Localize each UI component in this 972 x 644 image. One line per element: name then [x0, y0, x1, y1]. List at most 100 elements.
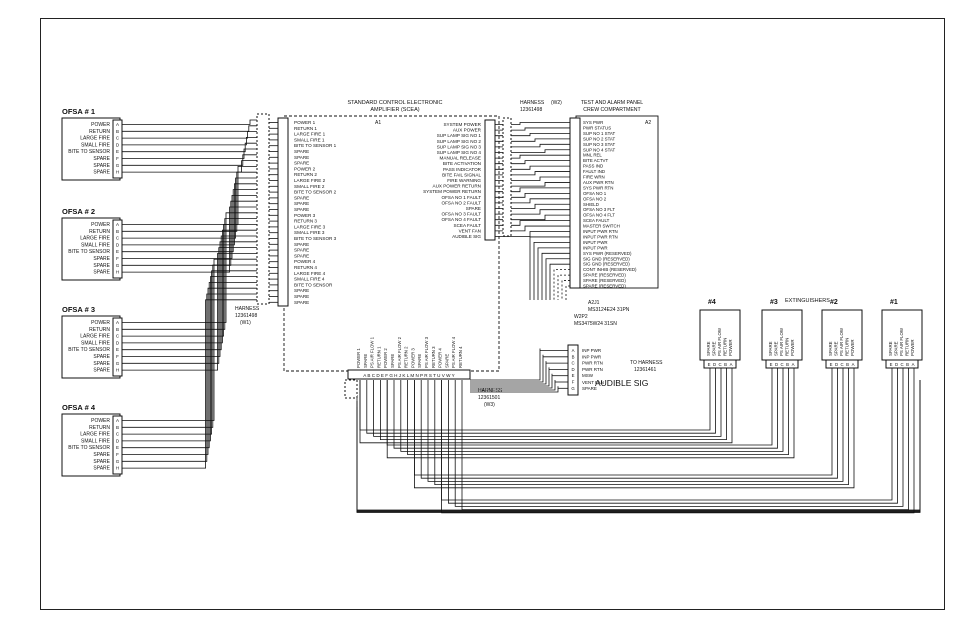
panel-pin: INPUT PWR RTN [583, 234, 618, 239]
extinguisher-title: #4 [708, 299, 716, 306]
panel-pin: SHIELD [583, 202, 599, 207]
extinguisher-pin: RETURN [845, 338, 850, 356]
extinguisher-pin: SPARE [712, 341, 717, 356]
scea-ref: A1 [375, 120, 381, 126]
panel-pin: SUP NO 4 STAT [583, 147, 616, 152]
scea-left-pin: SMALL FIRE 3 [294, 230, 325, 235]
ofsa-pin-letter: F [116, 156, 119, 161]
scea-audible-wire [470, 367, 550, 387]
panel-pin: BITE ACTVT [583, 158, 608, 163]
extinguisher-letter: D [835, 362, 838, 367]
scea-right-pin: SPARE [466, 206, 481, 211]
panel-pin: PWR STATUS [583, 125, 611, 130]
ofsa-pin-label: POWER [91, 320, 110, 326]
extinguisher-letter: E [770, 362, 773, 367]
ofsa-wire [122, 200, 262, 266]
ofsa-pin-label: POWER [91, 122, 110, 128]
extinguisher-wire [359, 368, 733, 444]
ofsa-2-box [61, 217, 121, 281]
ofsa-pin-label: SPARE [93, 452, 110, 458]
scea-panel-wire [495, 132, 570, 137]
labels: OFSA # 1 POWER A RETURN B LARGE FIRE C SMALL FI… [62, 100, 915, 472]
ofsa-wire [122, 206, 262, 273]
scea-left-pin: SPARE [294, 155, 309, 160]
panel-pin: INPUT PWR [583, 240, 608, 245]
scea-bottom-pin: PS AIR FLOW 3 [424, 336, 429, 368]
extinguisher-pin: RETURN [723, 338, 728, 356]
panel-pin: PASS IND [583, 164, 603, 169]
scea-audible-wire [470, 380, 556, 391]
scea-left-pin: LARGE FIRE 4 [294, 271, 326, 276]
scea-panel-wire [495, 143, 570, 148]
ofsa-pin-letter: B [116, 327, 119, 332]
panel-pin: OFSA NO 2 [583, 196, 607, 201]
ofsa-wire [122, 183, 262, 246]
extinguisher-pin: POWER [790, 339, 795, 356]
audible-letter: A [572, 348, 575, 353]
extinguisher-#4-box [699, 309, 741, 361]
panel-pin: SUP NO 1 STAT [583, 131, 616, 136]
panel-pin: OFSA NO 4 FLT [583, 213, 615, 218]
scea-right-pin: SYSTEM POWER [443, 122, 481, 127]
panel-connector [569, 117, 581, 289]
scea-subtitle: AMPLIFIER (SCEA) [370, 107, 419, 113]
scea-panel-wire [495, 171, 570, 176]
extinguisher-title: #2 [830, 299, 838, 306]
panel-pin: SYS PWR RTN [583, 185, 613, 190]
ofsa-pin-letter: B [116, 425, 119, 430]
scea-right-pin: FIRE WARNING [447, 178, 481, 183]
ofsa-pin-letter: C [116, 236, 120, 241]
extinguisher-wire [434, 368, 849, 486]
scea-left-pin: POWER 3 [294, 213, 316, 218]
scea-left-pin: LARGE FIRE 1 [294, 132, 326, 137]
ofsa-pin-label: LARGE FIRE [80, 236, 110, 242]
extinguisher-wire [407, 368, 789, 456]
ofsa-wire [122, 235, 262, 351]
ofsa-wire [122, 218, 262, 330]
scea-right-pin: AUDIBLE SIG [452, 234, 481, 239]
harness-w1-label: HARNESS [235, 306, 260, 312]
extinguisher-wire [454, 368, 904, 507]
scea-bottom-pin: RETURN 1 [376, 346, 381, 368]
ofsa-pin-letter: H [116, 466, 119, 471]
panel-pin: SPARE (RESERVED) [583, 278, 626, 283]
ofsa-wire [122, 194, 262, 259]
scea-right-pin: SUP LAMP SIG NO 2 [437, 139, 482, 144]
panel-pin: SUP NO 3 STAT [583, 142, 616, 147]
panel-pin: AUX PWR RTN [583, 180, 614, 185]
panel-pin: MNL REL [583, 153, 602, 158]
ofsa-pin-label: BITE TO SENSOR [68, 249, 110, 255]
ofsa-wire [122, 136, 262, 146]
panel-wire [529, 236, 570, 300]
scea-left-pin: SPARE [294, 201, 309, 206]
panel-wire [549, 263, 570, 300]
ofsa-pin-letter: D [116, 438, 120, 443]
ofsa-wire [122, 276, 262, 442]
a2j1-label: A2J1 [588, 300, 600, 306]
ofsa-pin-label: SMALL FIRE [81, 340, 111, 346]
scea-panel-wire [495, 203, 570, 209]
panel-wire [557, 274, 570, 300]
ofsa-pin-label: SPARE [93, 270, 110, 276]
ofsa-wire [122, 247, 262, 364]
scea-title: STANDARD CONTROL ELECTRONIC [347, 100, 442, 106]
panel-ref: A2 [645, 120, 651, 126]
extinguisher-letter: C [780, 362, 783, 367]
scea-left-connector [277, 117, 289, 307]
scea-panel-wire [495, 149, 570, 153]
scea-right-pin: OFSA NO 2 FAULT [442, 200, 482, 205]
to-harness-number: 12361461 [634, 367, 656, 373]
extinguisher-pin: PS AIR FLOW [779, 327, 784, 356]
ofsa-title: OFSA # 1 [62, 107, 95, 116]
scea-audible-wire [470, 386, 559, 393]
scea-left-pin: SMALL FIRE 1 [294, 137, 325, 142]
scea-left-pin: SPARE [294, 207, 309, 212]
ofsa-pin-label: BITE TO SENSOR [68, 347, 110, 353]
scea-bottom-pin: SPARE [444, 354, 449, 368]
ofsa-pin-letter: G [116, 459, 120, 464]
scea-left-pin: LARGE FIRE 3 [294, 224, 326, 229]
scea-left-pin: SPARE [294, 161, 309, 166]
ofsa-pin-label: SPARE [93, 459, 110, 465]
extinguisher-connector [825, 359, 859, 369]
